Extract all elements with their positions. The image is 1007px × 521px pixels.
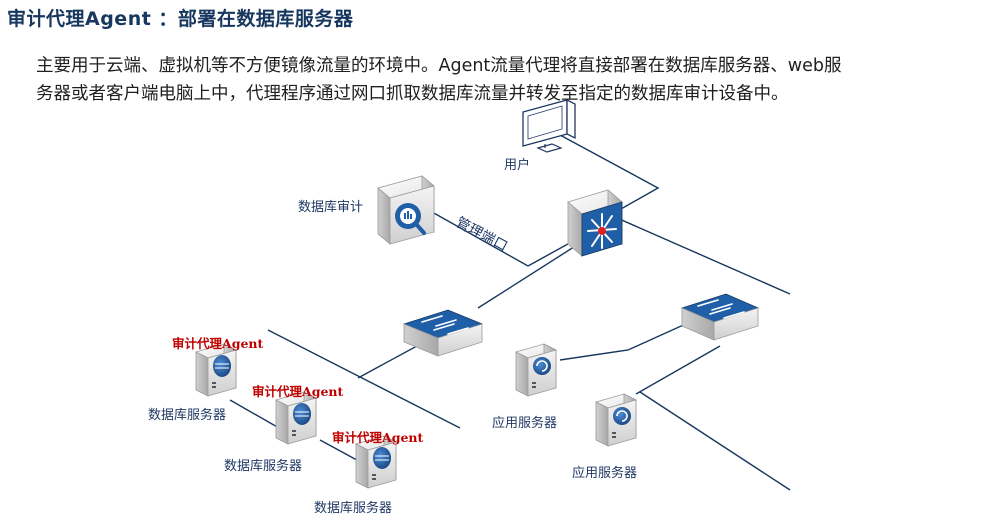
link-switch-app1 [559,321,691,361]
intro-line-2: 务器或者客户端电脑上中，代理程序通过网口抓取数据库流量并转发至指定的数据库审计设… [36,84,789,104]
db-server-label-1: 数据库服务器 [148,408,227,423]
app-server-label-1: 应用服务器 [492,416,558,431]
agent-label-3: 审计代理Agent [332,430,424,445]
audit-appliance-icon [377,175,435,245]
intro-line-1: 主要用于云端、虚拟机等不方便镜像流量的环境中。Agent流量代理将直接部署在数据… [36,56,842,76]
db-server-1-icon [194,343,238,397]
app-server-label-2: 应用服务器 [572,466,638,481]
core-switch-icon [567,189,623,257]
db-server-label-2: 数据库服务器 [224,459,303,474]
page-title: 审计代理Agent ：部署在数据库服务器 [7,8,354,30]
link-core-switch-left [477,237,589,309]
left-switch-icon [402,309,484,357]
agent-label-2: 审计代理Agent [252,384,344,399]
agent-label-1: 审计代理Agent [172,336,264,351]
right-switch-icon [680,293,760,341]
app-server-1-icon [514,343,558,397]
link-db1-db3 [267,329,461,429]
link-app2-tail [639,391,791,491]
user-pc-icon [522,98,576,153]
link-core-switch-right [607,213,791,295]
intro-paragraph: 主要用于云端、虚拟机等不方便镜像流量的环境中。Agent流量代理将直接部署在数据… [36,52,986,108]
db-server-3-icon [354,435,398,489]
user-label: 用户 [504,158,531,173]
audit-label: 数据库审计 [298,200,364,215]
link-audit-core [431,211,529,267]
link-switch-app2 [635,345,721,395]
db-server-2-icon [274,391,318,445]
db-server-label-3: 数据库服务器 [314,501,393,516]
app-server-2-icon [594,393,638,447]
